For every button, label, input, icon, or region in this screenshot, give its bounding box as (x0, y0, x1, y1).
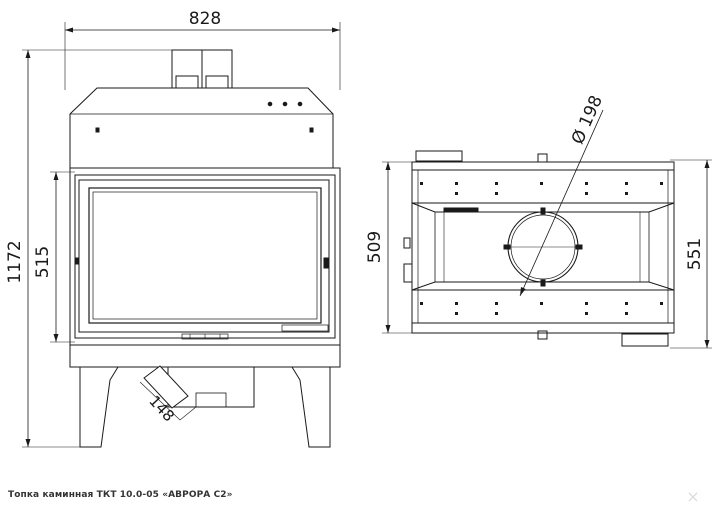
front-width-dim: 828 (189, 9, 221, 29)
top-outer-depth-dim: 551 (685, 238, 705, 270)
collar-diameter-dim: Ø 198 (568, 92, 607, 147)
front-view (22, 22, 341, 448)
top-view (382, 109, 712, 349)
caption: Топка каминная ТКТ 10.0-05 «АВРОРА С2» (8, 490, 233, 500)
technical-drawing: 828 1172 515 148 509 551 Ø 198 (5, 9, 712, 448)
close-icon[interactable]: × (686, 487, 700, 506)
top-depth-dim: 509 (365, 231, 385, 263)
front-height-dim: 1172 (5, 240, 25, 283)
door-height-dim: 515 (33, 246, 53, 278)
